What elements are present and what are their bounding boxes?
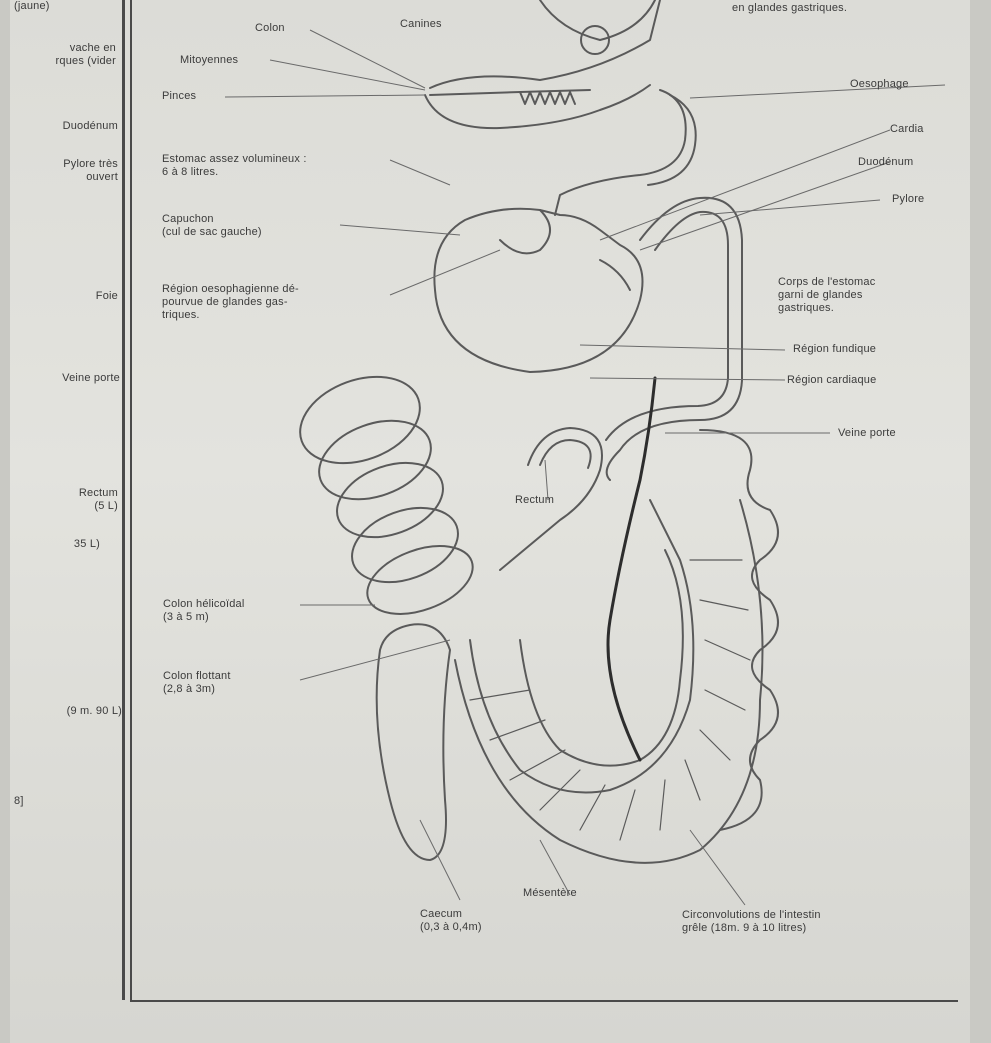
- left-text-5: Foie: [14, 290, 118, 303]
- label-colon-flottant: Colon flottant (2,8 à 3m): [163, 670, 231, 696]
- left-text-7: Rectum (5 L): [14, 487, 118, 513]
- left-text-2: vache en rques (vider: [14, 42, 116, 68]
- label-mesentere: Mésentère: [523, 887, 577, 900]
- label-colon-helicoidal: Colon hélicoïdal (3 à 5 m): [163, 598, 244, 624]
- left-text-10: 8]: [14, 795, 24, 808]
- label-region-cardiaque: Région cardiaque: [787, 374, 876, 387]
- left-text-6: Veine porte: [14, 372, 120, 385]
- label-estomac: Estomac assez volumineux : 6 à 8 litres.: [162, 153, 307, 179]
- label-cardia: Cardia: [890, 123, 924, 136]
- stomach-outline: [434, 209, 642, 372]
- label-mitoyennes: Mitoyennes: [180, 54, 238, 67]
- left-text-1: (jaune): [14, 0, 50, 13]
- left-text-3: Duodénum: [14, 120, 118, 133]
- caecum: [377, 624, 450, 860]
- label-canines: Canines: [400, 18, 442, 31]
- label-region-oesophagienne: Région oesophagienne dé- pourvue de glan…: [162, 283, 299, 322]
- label-capuchon: Capuchon (cul de sac gauche): [162, 213, 262, 239]
- intestine-circonvolutions: [700, 430, 778, 830]
- portal-vein: [608, 378, 655, 760]
- label-oesophage: Oesophage: [850, 78, 909, 91]
- duodenum: [607, 198, 742, 480]
- label-circonvolutions: Circonvolutions de l'intestin grêle (18m…: [682, 909, 821, 935]
- label-pylore: Pylore: [892, 193, 924, 206]
- label-colon-top: Colon: [255, 22, 285, 35]
- mesentery: [455, 500, 763, 863]
- left-text-4: Pylore très ouvert: [14, 158, 118, 184]
- label-region-fundique: Région fundique: [793, 343, 876, 356]
- oesophagus: [555, 90, 686, 215]
- small-intestine-loop: [470, 500, 693, 793]
- label-corps-estomac: Corps de l'estomac garni de glandes gast…: [778, 276, 875, 315]
- label-rectum: Rectum: [515, 494, 554, 507]
- teeth-row: [430, 90, 590, 95]
- helicoidal-colon-coil: [288, 361, 432, 479]
- label-duodenum: Duodénum: [858, 156, 913, 169]
- jaw-outline: [430, 0, 660, 88]
- label-pinces: Pinces: [162, 90, 196, 103]
- left-text-8: 35 L): [14, 538, 100, 551]
- label-veine-porte: Veine porte: [838, 427, 896, 440]
- left-text-9: (9 m. 90 L): [14, 705, 122, 718]
- label-glandes-top: en glandes gastriques.: [732, 2, 847, 15]
- label-caecum: Caecum (0,3 à 0,4m): [420, 908, 482, 934]
